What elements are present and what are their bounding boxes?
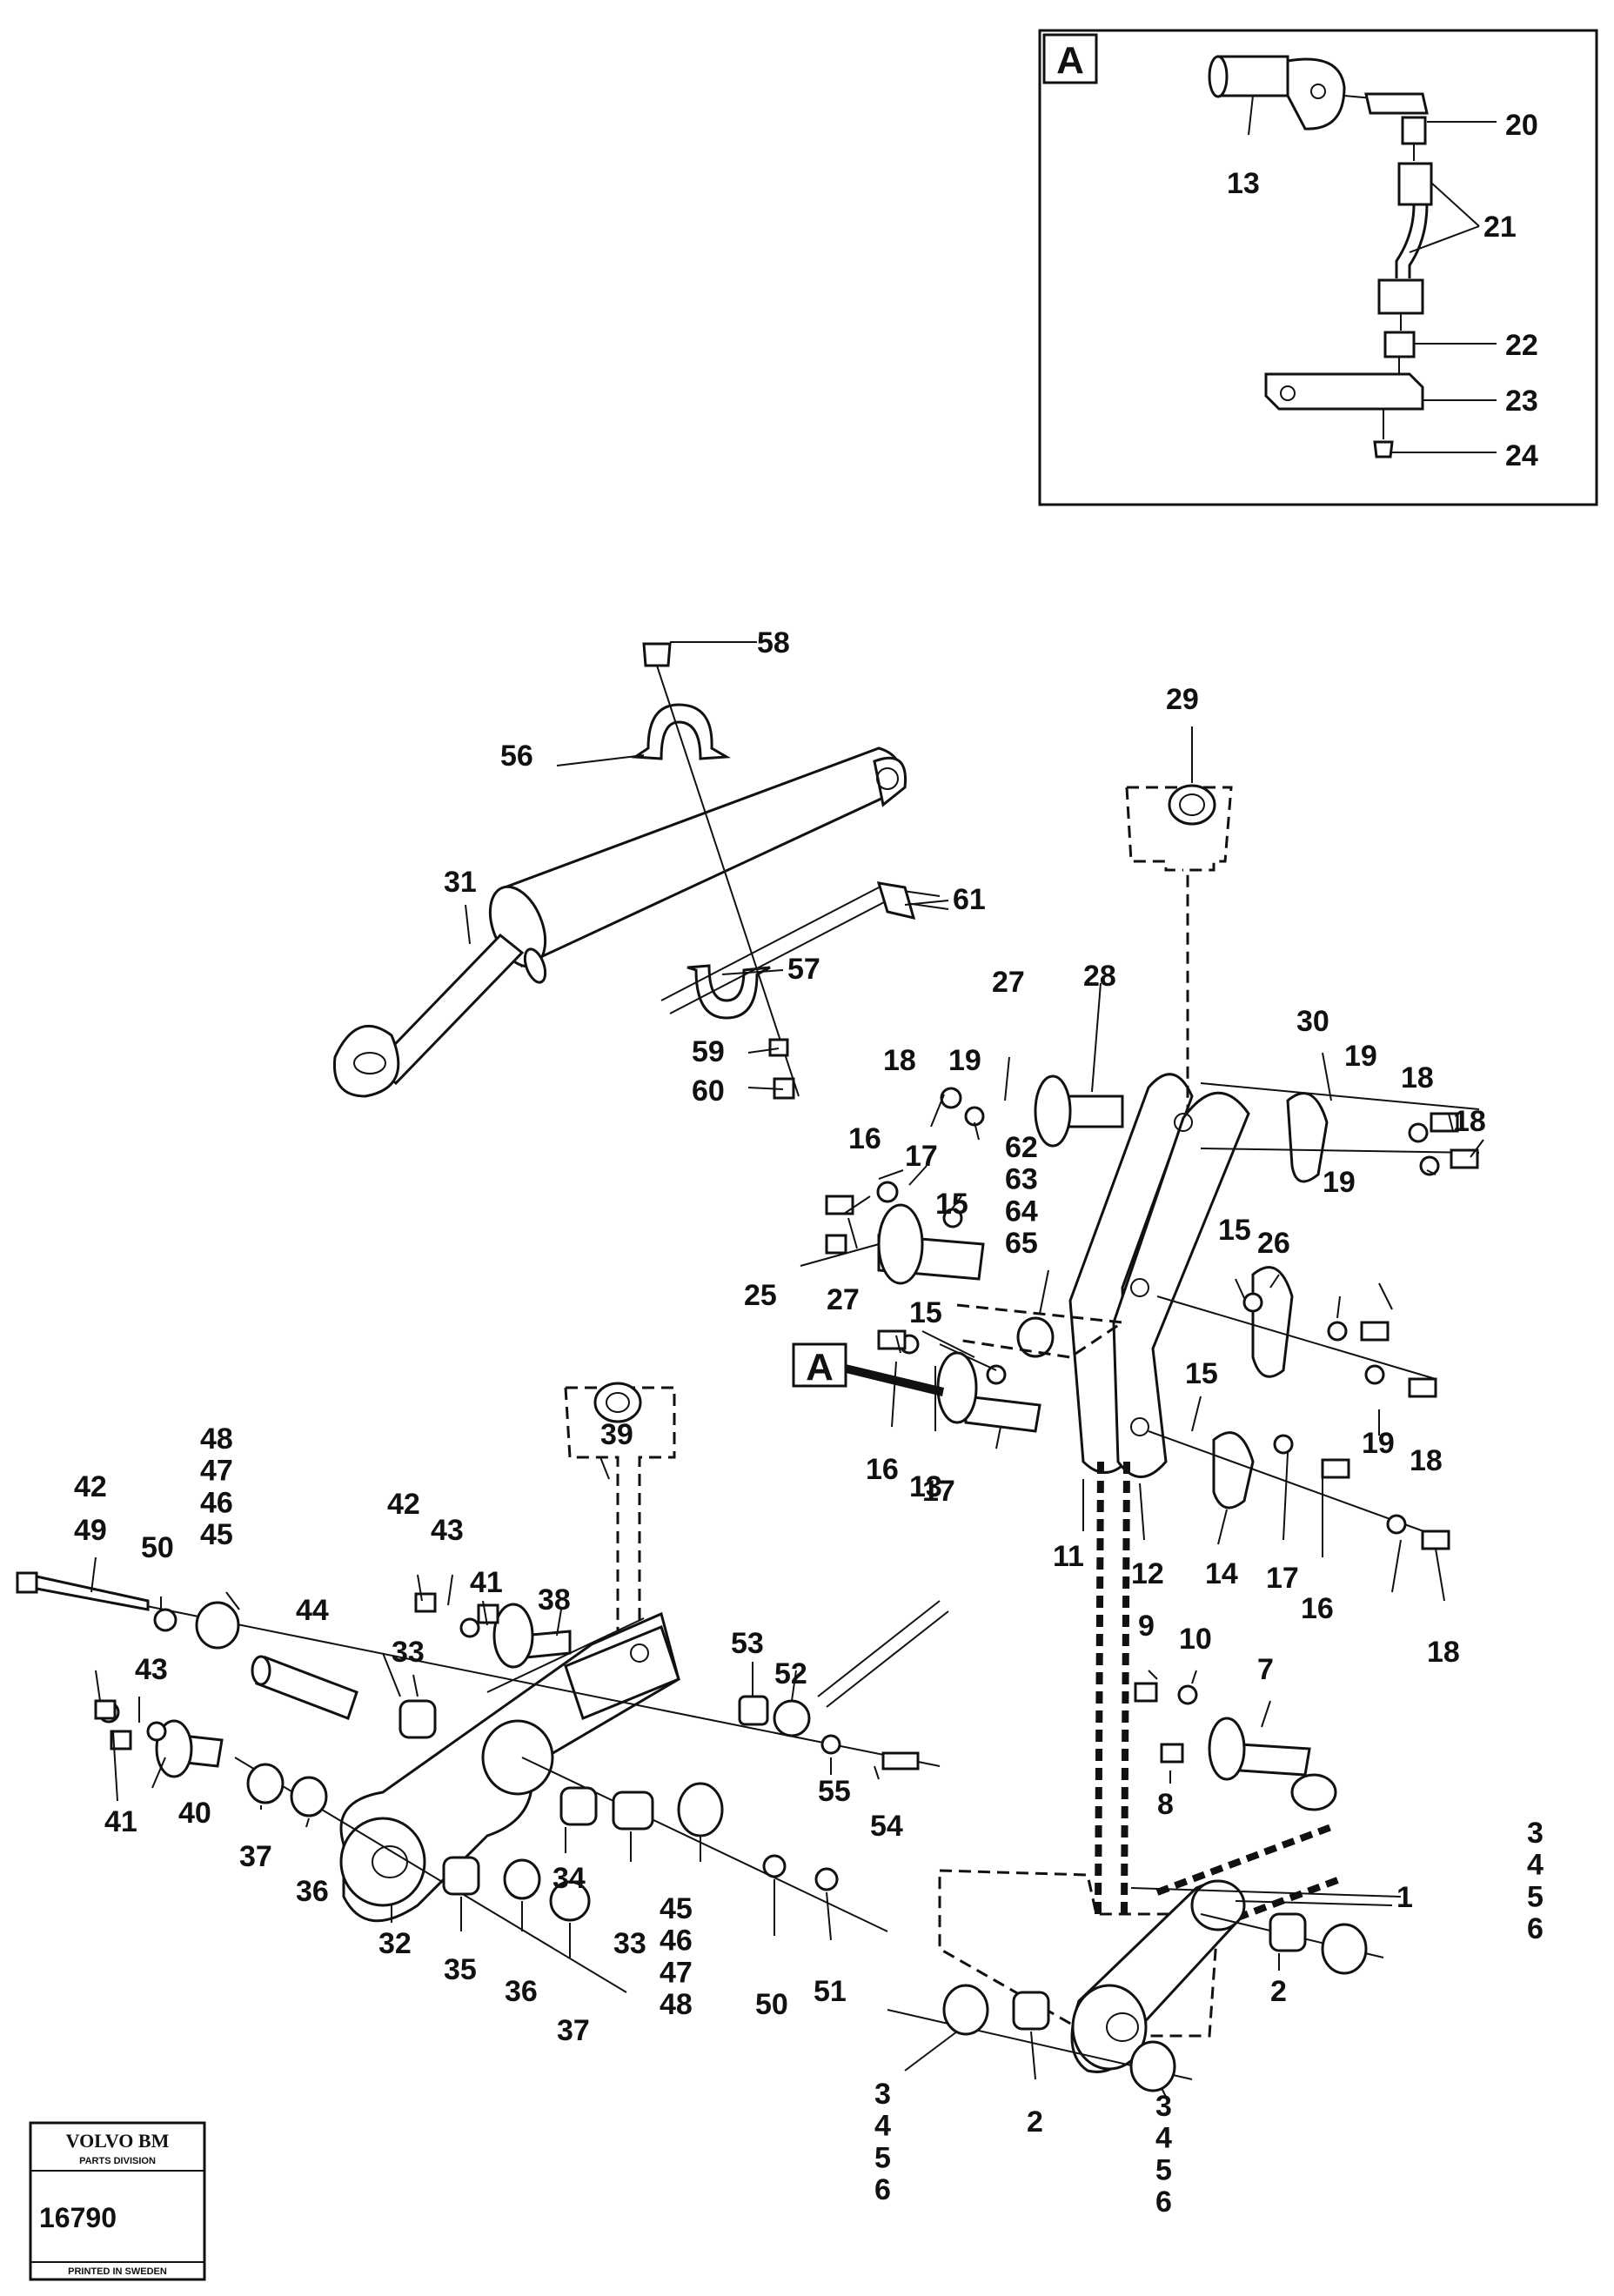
part-label: 16 [1301,1592,1334,1625]
part-label: 11 [1053,1540,1084,1573]
part-label: 53 [731,1627,764,1660]
part-label: 9 [1138,1610,1155,1643]
part-label: 54 [870,1810,903,1843]
part-label: 17 [1266,1562,1299,1595]
part-label: 41 [470,1566,503,1599]
inset-tag: A [1056,39,1084,82]
part-label: 27 [827,1283,860,1316]
part-label: 35 [444,1953,477,1986]
part-label: 56 [500,740,533,773]
part-label: 18 [1427,1636,1460,1669]
part-label: 49 [74,1514,107,1547]
leader-lines [90,641,1484,2098]
part-label: 31 [444,866,477,899]
part-label: 7 [1257,1653,1274,1686]
inset-label: 13 [1227,167,1260,200]
part-label: 18 [883,1044,916,1077]
part-label: 15 [935,1188,968,1221]
lower-right-arm [887,1682,1402,2092]
inset-label: 21 [1483,211,1517,244]
part-label: 37 [239,1840,272,1873]
part-label: 1 [1396,1881,1413,1914]
part-label: 19 [1323,1166,1356,1199]
callout-tag: A [806,1346,834,1389]
logo-division: PARTS DIVISION [79,2156,156,2166]
part-label: 10 [1179,1623,1212,1656]
part-label: 28 [1083,960,1116,993]
part-label: 43 [431,1514,464,1547]
part-label: 39 [600,1418,633,1451]
inset-a: A 13 20 21 22 23 24 [1038,29,1598,506]
part-label: 55 [818,1775,851,1808]
part-label: 42 [387,1488,420,1521]
logo-footer: PRINTED IN SWEDEN [68,2266,167,2277]
inset-label: 24 [1505,439,1538,472]
part-label: 18 [1401,1061,1434,1094]
part-label: 12 [1131,1557,1164,1590]
part-label: 50 [755,1988,788,2021]
part-label: 43 [135,1653,168,1686]
logo-number: 16790 [39,2202,117,2233]
part-label: 58 [757,626,790,659]
part-label: 60 [692,1074,725,1108]
part-label: 18 [1453,1105,1486,1138]
logo-brand: VOLVO BM [66,2130,170,2152]
part-label: 18 [1410,1444,1443,1477]
part-label: 36 [296,1875,329,1908]
part-label: 57 [787,953,820,986]
part-label: 61 [953,883,986,916]
part-label: 36 [505,1975,538,2008]
part-label: 17 [905,1140,938,1173]
inset-label: 22 [1505,329,1538,362]
part-label: 59 [692,1035,725,1068]
part-label: 51 [814,1975,847,2008]
part-label: 2 [1270,1975,1287,2008]
part-label: 16 [848,1122,881,1155]
part-label: 29 [1166,683,1199,716]
part-label: 15 [909,1296,942,1329]
part-label: 13 [909,1470,942,1503]
part-label: 15 [1218,1214,1251,1247]
part-label: 37 [557,2014,590,2047]
part-label: 27 [992,966,1025,999]
part-label: 40 [178,1797,211,1830]
part-label: 44 [296,1594,329,1627]
part-label: 16 [866,1453,899,1486]
part-label: 33 [613,1927,646,1960]
part-label: 19 [1362,1427,1395,1460]
part-label: 25 [744,1279,777,1312]
part-label: 38 [538,1583,571,1617]
inset-label: 20 [1505,109,1538,142]
left-linkage [16,1382,949,1993]
inset-label: 23 [1505,385,1538,418]
part-label: 19 [948,1044,981,1077]
part-label: 14 [1205,1557,1238,1590]
part-label: 15 [1185,1357,1218,1390]
part-label: 17 [922,1475,955,1508]
hydraulic-cylinder [332,642,949,1100]
part-label: 34 [553,1862,586,1895]
part-label: 41 [104,1805,137,1838]
part-label: 2 [1027,2105,1043,2139]
part-label: 26 [1257,1227,1290,1260]
volvo-bm-logo: VOLVO BM PARTS DIVISION 16790 PRINTED IN… [29,2121,206,2281]
part-label: 32 [378,1927,412,1960]
part-label: 19 [1344,1040,1377,1073]
part-label: 8 [1157,1788,1174,1821]
part-label: 52 [774,1657,807,1690]
part-label: 33 [392,1636,425,1669]
part-label: 50 [141,1531,174,1564]
part-label: 42 [74,1470,107,1503]
part-label: 30 [1296,1005,1329,1038]
